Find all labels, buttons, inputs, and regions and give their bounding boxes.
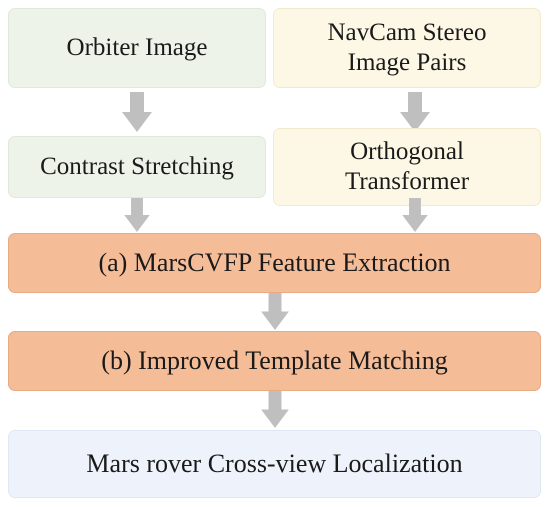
navcam-label-line2: Image Pairs [347,49,467,76]
navcam-label-line1: NavCam Stereo [327,19,487,46]
template-matching-node: (b) Improved Template Matching [8,331,541,391]
arrow-down-icon [260,391,290,428]
orthogonal-label-line2: Transformer [344,168,470,195]
orbiter-image-label: Orbiter Image [66,34,208,61]
localization-label: Mars rover Cross-view Localization [86,449,463,479]
template-matching-label: (b) Improved Template Matching [101,346,448,376]
orthogonal-label-line1: Orthogonal [350,138,464,165]
orbiter-image-node: Orbiter Image [8,8,266,88]
feature-extraction-label: (a) MarsCVFP Feature Extraction [98,248,451,278]
contrast-stretching-node: Contrast Stretching [8,136,266,198]
navcam-stereo-node: NavCam Stereo Image Pairs [273,8,541,88]
localization-node: Mars rover Cross-view Localization [8,430,541,498]
arrow-down-icon [122,198,152,232]
arrow-down-icon [400,92,430,132]
feature-extraction-node: (a) MarsCVFP Feature Extraction [8,233,541,293]
orthogonal-transformer-node: Orthogonal Transformer [273,128,541,206]
arrow-down-icon [260,293,290,330]
arrow-down-icon [122,92,152,132]
contrast-stretching-label: Contrast Stretching [40,153,234,180]
arrow-down-icon [400,198,430,232]
